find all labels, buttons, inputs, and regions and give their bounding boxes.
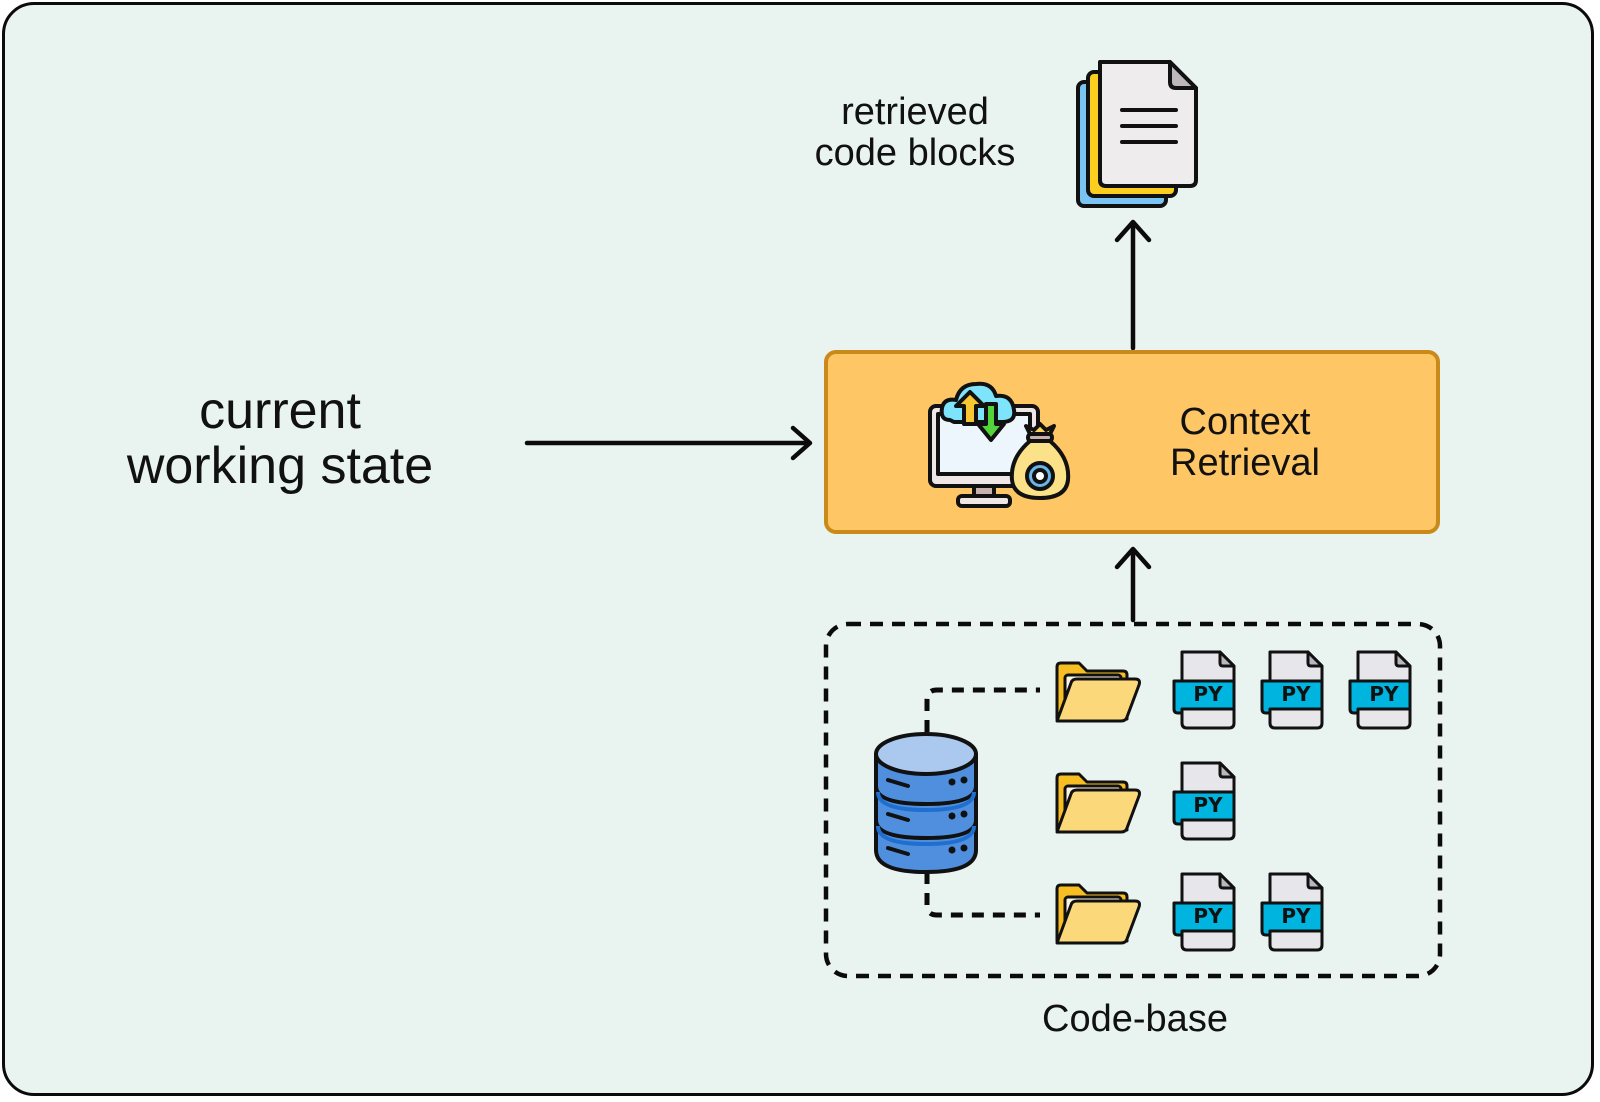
python-file-icon: [1172, 872, 1236, 952]
py-file[interactable]: PY: [1346, 649, 1416, 731]
py-file[interactable]: PY: [1258, 649, 1328, 731]
folder-icon[interactable]: [1053, 659, 1141, 725]
py-file[interactable]: PY: [1258, 871, 1328, 953]
python-file-icon: [1260, 650, 1324, 730]
arrow-input-to-process: [524, 425, 813, 461]
output-label: retrieved code blocks: [780, 91, 1050, 175]
stacked-documents-icon: [1076, 60, 1198, 208]
py-file-label: PY: [1281, 904, 1311, 928]
database-connectors: [924, 687, 1040, 918]
py-file-label: PY: [1281, 682, 1311, 706]
input-label-line2: working state: [126, 436, 434, 495]
codebase-label: Code-base: [1042, 998, 1228, 1040]
py-file[interactable]: PY: [1170, 649, 1240, 731]
context-retrieval-box[interactable]: [824, 350, 1440, 534]
database-icon: [874, 732, 978, 874]
py-file[interactable]: PY: [1170, 871, 1240, 953]
output-label-line1: retrieved: [841, 91, 989, 133]
arrow-process-to-output: [1114, 219, 1152, 351]
py-file-label: PY: [1193, 682, 1223, 706]
context-retrieval-line1: Context: [1179, 401, 1311, 443]
py-file-label: PY: [1193, 793, 1223, 817]
input-label-line1: current: [199, 382, 361, 440]
py-file[interactable]: PY: [1170, 760, 1240, 842]
output-label-line2: code blocks: [814, 132, 1016, 175]
python-file-icon: [1348, 650, 1412, 730]
python-file-icon: [1172, 650, 1236, 730]
input-label: current working state: [80, 384, 480, 493]
context-retrieval-label: Context Retrieval: [1130, 401, 1360, 485]
python-file-icon: [1172, 761, 1236, 841]
py-file-label: PY: [1369, 682, 1399, 706]
folder-icon[interactable]: [1053, 881, 1141, 947]
codebase-container: [823, 621, 1443, 979]
cloud-computer-settings-icon: [928, 381, 1071, 508]
folder-icon[interactable]: [1053, 770, 1141, 836]
python-file-icon: [1260, 872, 1324, 952]
context-retrieval-line2: Retrieval: [1170, 442, 1320, 485]
py-file-label: PY: [1193, 904, 1223, 928]
arrow-codebase-to-process: [1114, 546, 1152, 623]
